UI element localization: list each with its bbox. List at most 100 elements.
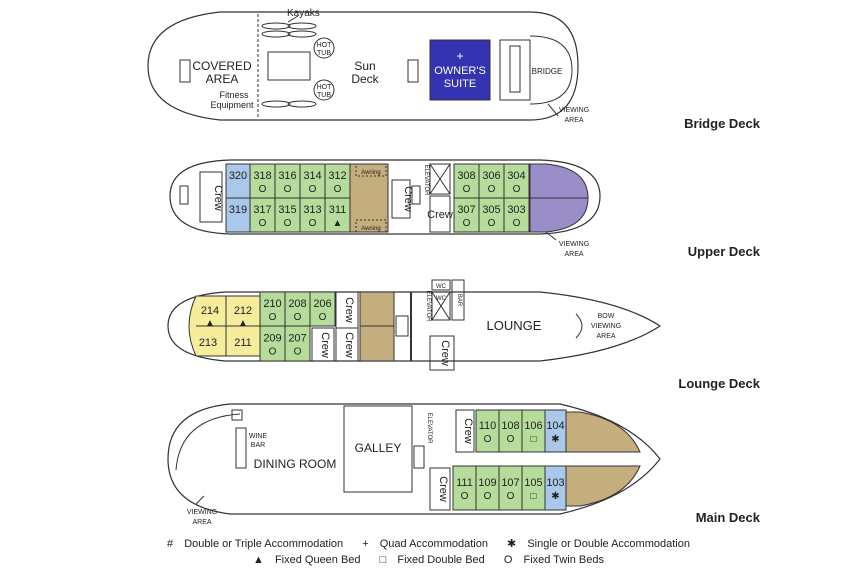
cabin-305: [478, 197, 505, 233]
bed-symbol: O: [294, 312, 302, 323]
sun-deck-label-1: Sun: [354, 59, 375, 73]
bed-symbol: O: [334, 184, 342, 195]
cabin-number-314: 314: [303, 170, 321, 182]
main-crew-label-2: Crew: [437, 476, 449, 502]
bed-symbol: O: [488, 184, 496, 195]
wine-bar-label-1: WINE: [249, 433, 268, 440]
bed-symbol: ▲: [333, 218, 343, 229]
bed-symbol: O: [309, 218, 317, 229]
cabin-number-106: 106: [524, 420, 542, 432]
owners-suite-label-3: SUITE: [444, 78, 476, 90]
upper-viewing-label-1: VIEWING: [559, 241, 589, 248]
bed-symbol: ▲: [205, 318, 215, 329]
upper-crew-label-2: Crew: [402, 186, 414, 212]
bridge-label: BRIDGE: [532, 67, 563, 76]
cabin-number-213: 213: [199, 337, 217, 349]
legend-item-single-double: ✱ Single or Double Accommodation: [507, 538, 690, 550]
cabin-number-107: 107: [501, 477, 519, 489]
cabin-number-104: 104: [546, 420, 564, 432]
fitness-label-2: Equipment: [210, 100, 254, 110]
cabin-number-109: 109: [478, 477, 496, 489]
lounge-wc-label-1: WC: [436, 284, 447, 290]
cabin-number-317: 317: [253, 204, 271, 216]
cabin-number-105: 105: [524, 477, 542, 489]
cabin-number-210: 210: [263, 298, 281, 310]
bed-symbol: ▲: [238, 318, 248, 329]
legend-item-queen: ▲ Fixed Queen Bed: [252, 554, 361, 566]
sunbed-1: [267, 51, 311, 81]
legend-item-quad: + Quad Accommodation: [362, 538, 488, 550]
covered-area-label-2: AREA: [206, 72, 239, 86]
bed-symbol: ✱: [551, 491, 559, 502]
bed-symbol: O: [259, 218, 267, 229]
upper-deck-hull: [169, 159, 601, 235]
owners-suite-label-2: OWNER'S: [434, 65, 486, 77]
cabin-number-319: 319: [229, 204, 247, 216]
bridge-deck-title: Bridge Deck: [684, 116, 761, 131]
cabin-number-306: 306: [482, 170, 500, 182]
cabin-number-111: 111: [456, 477, 473, 489]
main-crew-label-1: Crew: [462, 418, 474, 444]
galley-label: GALLEY: [355, 441, 402, 455]
cabin-number-208: 208: [288, 298, 306, 310]
bow-viewing-label-3: AREA: [596, 333, 615, 340]
legend-item-double-bed: □ Fixed Double Bed: [379, 554, 485, 566]
bridge-viewing-label-2: AREA: [564, 117, 583, 124]
bed-symbol: O: [461, 491, 469, 502]
cabin-number-209: 209: [263, 333, 281, 345]
bed-symbol: O: [507, 491, 515, 502]
cabin-number-303: 303: [507, 204, 525, 216]
cabin-number-206: 206: [313, 298, 331, 310]
bed-symbol: O: [309, 184, 317, 195]
lounge-elevator-label: ELEVATOR: [425, 290, 431, 322]
cabin-number-312: 312: [328, 170, 346, 182]
bow-viewing-label-2: VIEWING: [591, 323, 621, 330]
cabin-306: [478, 163, 505, 199]
upper-crew-label-3: Crew: [427, 209, 453, 221]
bed-symbol: O: [513, 218, 521, 229]
cabin-311: [324, 197, 351, 233]
hot-tub-label-1a: HOT: [317, 42, 333, 49]
cabin-number-212: 212: [234, 305, 252, 317]
cabin-320: [225, 163, 251, 199]
bed-symbol: O: [294, 347, 302, 358]
main-deck-title: Main Deck: [696, 510, 761, 525]
upper-deck-group: 320319318O317O316O315O314O313O312O311▲31…: [179, 163, 761, 259]
lounge-crew-label-2: Crew: [319, 332, 331, 358]
upper-deck-title: Upper Deck: [688, 244, 761, 259]
bridge-viewing-label-1: VIEWING: [559, 107, 589, 114]
bed-symbol: O: [284, 218, 292, 229]
bed-symbol: O: [488, 218, 496, 229]
fitness-label-1: Fitness: [219, 90, 249, 100]
cabin-number-313: 313: [303, 204, 321, 216]
main-viewing-label-2: AREA: [192, 519, 211, 526]
lounge-crew-label-4: Crew: [439, 340, 451, 366]
lounge-deck-title: Lounge Deck: [678, 376, 760, 391]
legend-item-double-triple: # Double or Triple Accommodation: [167, 538, 344, 550]
cabin-317: [249, 197, 276, 233]
bow-viewing-label-1: BOW: [598, 313, 615, 320]
cabin-303: [503, 197, 530, 233]
bed-symbol: O: [463, 184, 471, 195]
legend-line-1: # Double or Triple Accommodation + Quad …: [0, 536, 857, 552]
lounge-crew-label-1: Crew: [343, 297, 355, 323]
lounge-wc-label-2: WC: [436, 296, 447, 302]
cabin-number-318: 318: [253, 170, 271, 182]
legend-item-twin: O Fixed Twin Beds: [503, 554, 604, 566]
bed-symbol: O: [319, 312, 327, 323]
hot-tub-label-2a: HOT: [317, 84, 333, 91]
cabin-208: [284, 291, 311, 327]
upper-elevator-label: ELEVATOR: [423, 164, 429, 196]
cabin-207: [284, 325, 311, 362]
bed-symbol: O: [269, 347, 277, 358]
bed-symbol: O: [259, 184, 267, 195]
cabin-314: [299, 163, 326, 199]
cabin-number-108: 108: [501, 420, 519, 432]
cabin-319: [225, 197, 251, 233]
bed-symbol: □: [530, 491, 536, 502]
cabin-number-207: 207: [288, 333, 306, 345]
cabin-number-211: 211: [234, 337, 252, 349]
lounge-deck-group: 214▲212▲213211210O208O206O209O207O202O20…: [188, 279, 761, 391]
cabin-number-320: 320: [229, 170, 247, 182]
